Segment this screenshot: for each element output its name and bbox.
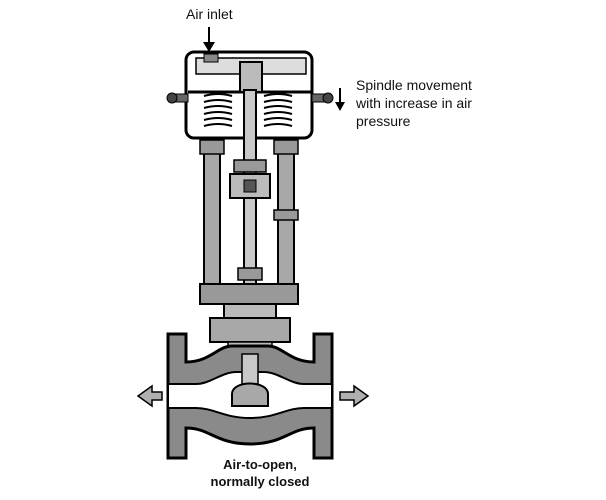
actuator-springs (203, 61, 293, 127)
valve-stem (229, 89, 271, 311)
spindle-label-line-2: with increase in air (356, 95, 472, 111)
spindle-label-line-1: Spindle movement (356, 77, 472, 93)
air-inlet-arrow (203, 27, 215, 52)
valve-caption: Air-to-open, normally closed (170, 456, 350, 490)
air-inlet-label: Air inlet (186, 6, 233, 22)
spindle-movement-label: Spindle movement with increase in air pr… (356, 76, 472, 130)
yoke-pillars (199, 139, 299, 291)
spindle-direction-arrow (335, 88, 345, 111)
valve-body (166, 332, 334, 460)
caption-line-1: Air-to-open, (223, 457, 297, 472)
bonnet (199, 283, 299, 355)
caption-line-2: normally closed (210, 474, 310, 489)
spindle-label-line-3: pressure (356, 113, 411, 129)
flow-arrows (136, 384, 370, 408)
